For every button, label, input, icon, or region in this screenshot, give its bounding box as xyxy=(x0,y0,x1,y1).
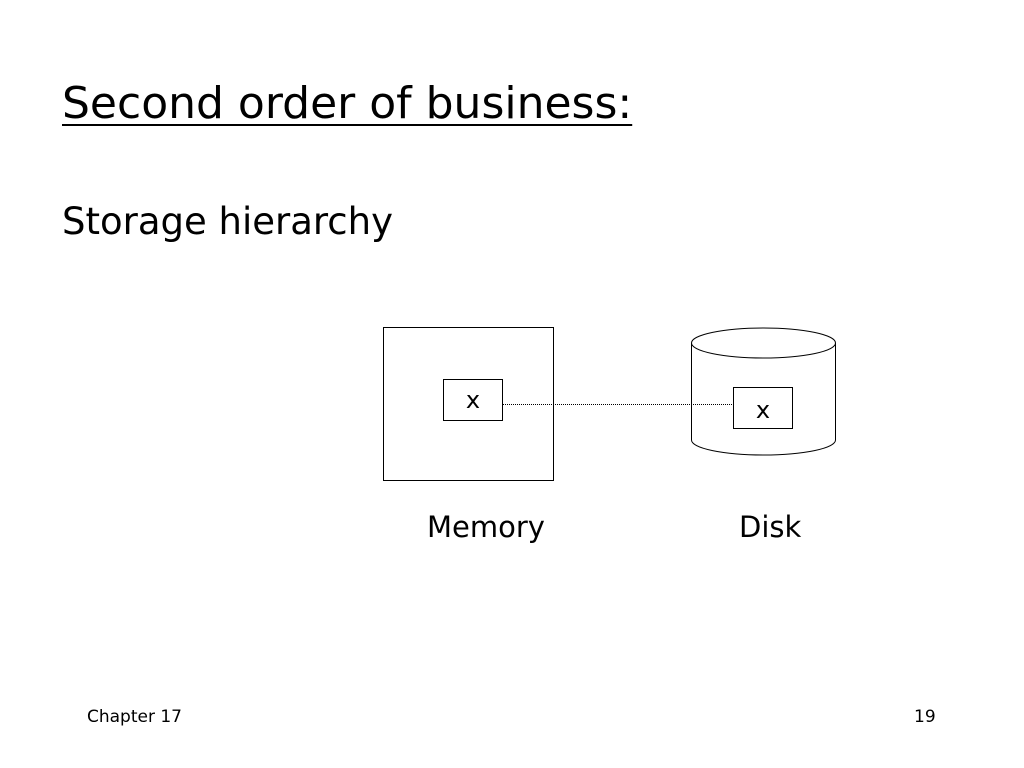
disk-label: Disk xyxy=(739,510,802,544)
slide-subtitle: Storage hierarchy xyxy=(62,200,393,243)
slide-title: Second order of business: xyxy=(62,78,633,129)
disk-item-label: x xyxy=(756,396,770,424)
footer-page-number: 19 xyxy=(914,707,936,727)
disk-item-box xyxy=(733,387,793,429)
footer-chapter: Chapter 17 xyxy=(87,707,183,727)
memory-label: Memory xyxy=(427,510,545,544)
memory-item-box xyxy=(443,379,503,421)
disk-cylinder-top xyxy=(691,327,836,359)
memory-item-label: x xyxy=(466,386,480,414)
